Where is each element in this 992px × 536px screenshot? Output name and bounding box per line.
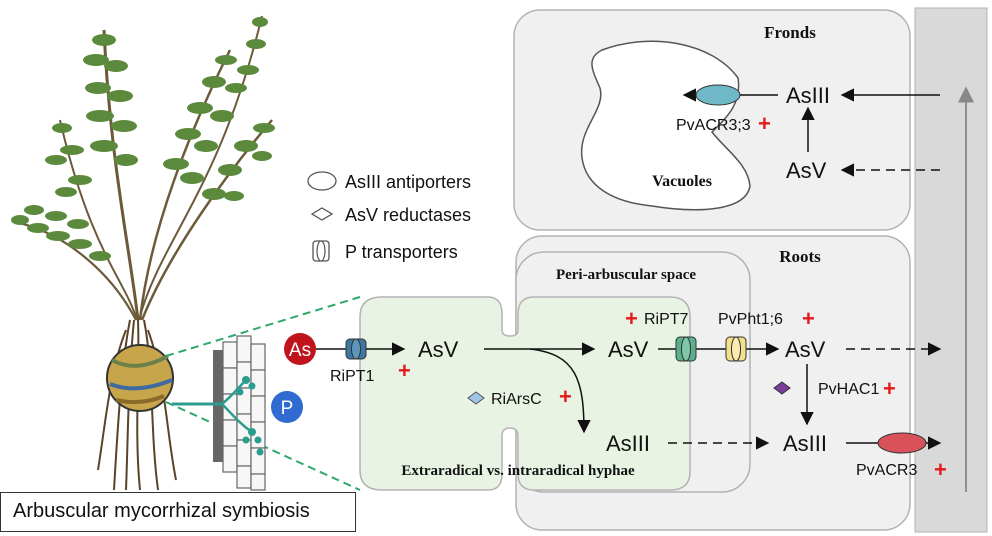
as-badge-text: As: [289, 340, 311, 361]
pvpht16-plus: +: [802, 306, 815, 331]
p-badge: [271, 391, 303, 423]
asv-hyphae: AsV: [418, 337, 459, 362]
zoom-line-top: [165, 296, 361, 357]
pvhac1-plus: +: [883, 376, 896, 401]
asv-reduction-arrow: [529, 348, 591, 434]
roots-label: Roots: [779, 247, 821, 266]
pvacr3-plus: +: [934, 457, 947, 482]
hyphae-compartment: [359, 296, 691, 491]
ript1-transporter: [345, 338, 367, 360]
as-badge: [284, 333, 316, 365]
legend-antiporter-icon: [307, 171, 337, 191]
asiii-frond: AsIII: [786, 83, 830, 108]
legend-reductase-icon: [310, 207, 334, 221]
ript7-transporter: [675, 336, 697, 362]
ript1-plus: +: [398, 358, 411, 383]
pvhac1-enzyme: [773, 381, 791, 395]
asv-frond: AsV: [786, 158, 827, 183]
riarsc-enzyme: [467, 391, 485, 405]
ript1-label: RiPT1: [330, 368, 375, 385]
fronds-label: Fronds: [764, 23, 816, 42]
root-cell-schematic: [172, 335, 266, 491]
riarsc-label: RiArsC: [491, 391, 542, 408]
pvacr33-antiporter: [695, 84, 741, 106]
pvacr33-label: PvACR3;3: [676, 117, 751, 134]
pvacr3-label: PvACR3: [856, 462, 917, 479]
legend: AsIII antiporters AsV reductases P trans…: [307, 171, 471, 262]
asiii-peri: AsIII: [606, 431, 650, 456]
fern-plant-illustration: [11, 15, 275, 491]
legend-antiporters-label: AsIII antiporters: [345, 172, 471, 192]
pvpht16-label: PvPht1;6: [718, 311, 783, 328]
root-magnifier: [106, 344, 174, 412]
pvacr3-antiporter: [877, 432, 927, 454]
legend-reductases-label: AsV reductases: [345, 205, 471, 225]
vacuoles-label: Vacuoles: [652, 173, 712, 190]
asv-peri: AsV: [608, 337, 649, 362]
legend-transporter-icon: [312, 240, 330, 262]
pvacr33-plus: +: [758, 111, 771, 136]
ript7-label: RiPT7: [644, 311, 689, 328]
pvhac1-label: PvHAC1: [818, 381, 879, 398]
vascular-column: [914, 7, 988, 533]
asiii-root: AsIII: [783, 431, 827, 456]
pvpht16-transporter: [725, 336, 747, 362]
riarsc-plus: +: [559, 384, 572, 409]
hyphae-label: Extraradical vs. intraradical hyphae: [401, 463, 635, 479]
peri-arbuscular-label: Peri-arbuscular space: [556, 267, 696, 283]
p-badge-text: P: [281, 398, 294, 419]
caption: Arbuscular mycorrhizal symbiosis: [0, 492, 356, 532]
legend-transporters-label: P transporters: [345, 242, 458, 262]
asv-root: AsV: [785, 337, 826, 362]
ript7-plus: +: [625, 306, 638, 331]
vacuole-shape: [580, 40, 751, 211]
